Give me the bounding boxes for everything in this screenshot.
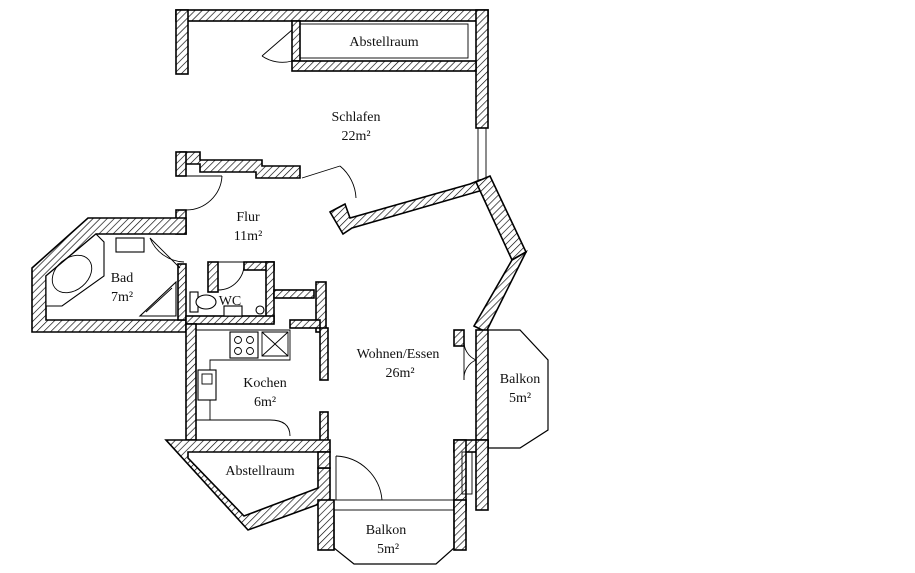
room-name-balkon-right: Balkon <box>500 372 540 387</box>
room-area-balkon-bottom: 5m² <box>377 542 399 557</box>
room-name-schlafen: Schlafen <box>332 110 381 125</box>
bathtub-icon <box>45 233 105 307</box>
wc-sink-icon <box>223 305 243 317</box>
room-area-kochen: 6m² <box>254 395 276 410</box>
room-name-kochen: Kochen <box>243 376 287 391</box>
room-name-wohnen: Wohnen/Essen <box>357 347 440 362</box>
balconies <box>333 329 549 565</box>
room-area-wohnen: 26m² <box>385 366 414 381</box>
room-name-flur: Flur <box>236 210 260 225</box>
room-area-balkon-right: 5m² <box>509 391 531 406</box>
room-name-abstellraum-bottom: Abstellraum <box>225 464 294 479</box>
walls <box>31 9 528 551</box>
room-area-bad: 7m² <box>111 290 133 305</box>
room-labels: Abstellraum Schlafen 22m² Flur 11m² Bad … <box>111 35 541 557</box>
room-area-schlafen: 22m² <box>341 129 370 144</box>
room-name-wc: WC <box>219 294 242 309</box>
kitchen-sink-icon <box>197 369 217 401</box>
room-name-balkon-bottom: Balkon <box>366 523 406 538</box>
room-name-abstellraum-top: Abstellraum <box>349 35 418 50</box>
room-name-bad: Bad <box>111 271 134 286</box>
toilet-icon <box>189 291 217 313</box>
room-area-flur: 11m² <box>234 229 263 244</box>
stove-icon <box>229 331 259 359</box>
shower-icon <box>138 280 177 317</box>
washbasin-icon <box>115 237 145 253</box>
doors <box>149 29 477 501</box>
fixtures <box>45 233 291 437</box>
